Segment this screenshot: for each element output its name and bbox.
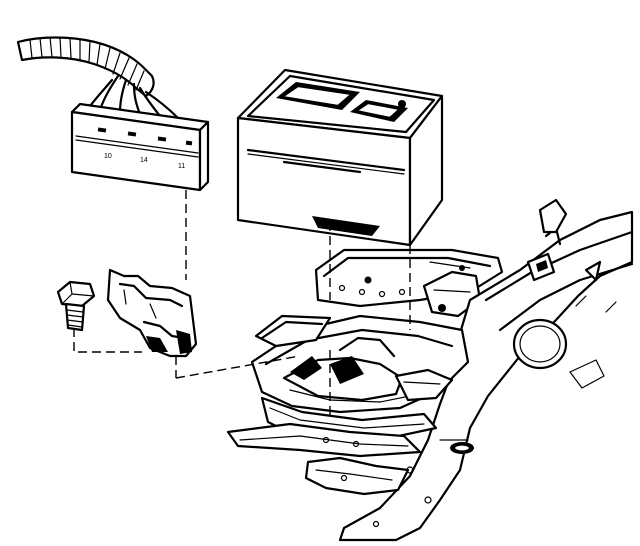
connector-label-3: 11 <box>178 163 185 170</box>
connector-side <box>198 120 210 192</box>
connector-label-2: 14 <box>140 157 148 164</box>
rail-body <box>338 210 634 542</box>
dashline-bracket <box>175 355 301 379</box>
rail-access-hole <box>512 318 568 370</box>
battery-tray <box>314 248 504 318</box>
connector-block: 10 14 11 <box>70 102 210 192</box>
battery-terminal <box>398 100 406 108</box>
warning-triangle <box>584 260 602 282</box>
dashline-bolt <box>73 328 142 353</box>
retainer-bracket <box>106 268 198 358</box>
assembly-lines <box>73 190 411 420</box>
loom-ribs <box>29 36 145 91</box>
hold-down-bolt <box>56 280 96 332</box>
bracket-clamp <box>146 336 168 352</box>
connector-pins <box>97 127 193 146</box>
connector-label-1: 10 <box>104 153 112 160</box>
battery <box>236 68 444 247</box>
bracket-body <box>106 268 198 358</box>
frame-rail <box>338 210 634 542</box>
inner-structure <box>226 198 568 496</box>
battery-side <box>408 94 444 247</box>
